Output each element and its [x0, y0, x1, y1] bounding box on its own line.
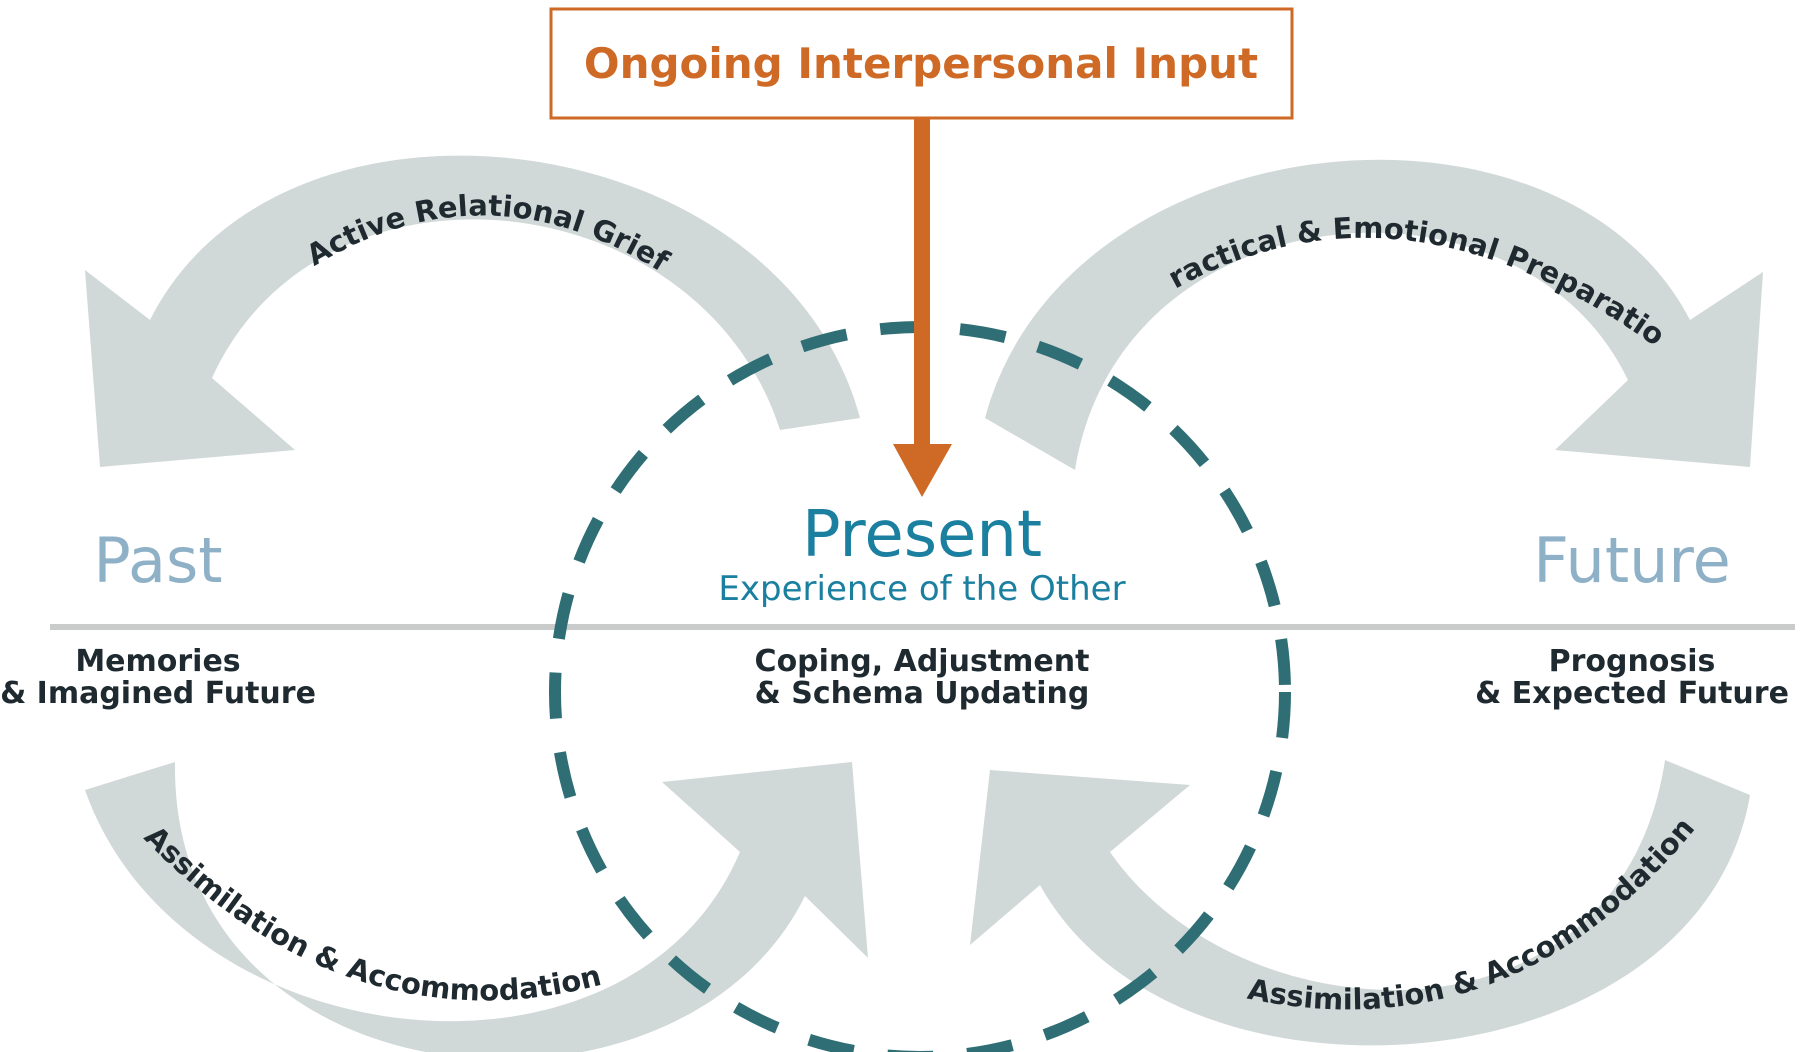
- future-title: Future: [1533, 524, 1730, 597]
- past-line-1: Memories: [75, 644, 240, 679]
- input-arrow-head: [893, 444, 952, 497]
- arrow-practical-emotional-preparation: [985, 159, 1763, 470]
- future-line-2: & Expected Future: [1475, 676, 1789, 711]
- future-line-1: Prognosis: [1549, 644, 1716, 679]
- present-title: Present: [802, 498, 1042, 572]
- arrow-assimilation-accommodation-right: [970, 760, 1750, 1046]
- past-line-2: & Imagined Future: [0, 676, 316, 711]
- arrow-active-relational-grief: [85, 155, 860, 467]
- input-box: [549, 7, 1294, 120]
- arrow-assimilation-accommodation-left: [85, 762, 868, 1052]
- present-subtitle: Experience of the Other: [718, 569, 1125, 609]
- input-box-label: Ongoing Interpersonal Input: [584, 39, 1258, 88]
- present-line-2: & Schema Updating: [755, 676, 1090, 711]
- past-title: Past: [93, 524, 222, 597]
- present-line-1: Coping, Adjustment: [755, 644, 1090, 679]
